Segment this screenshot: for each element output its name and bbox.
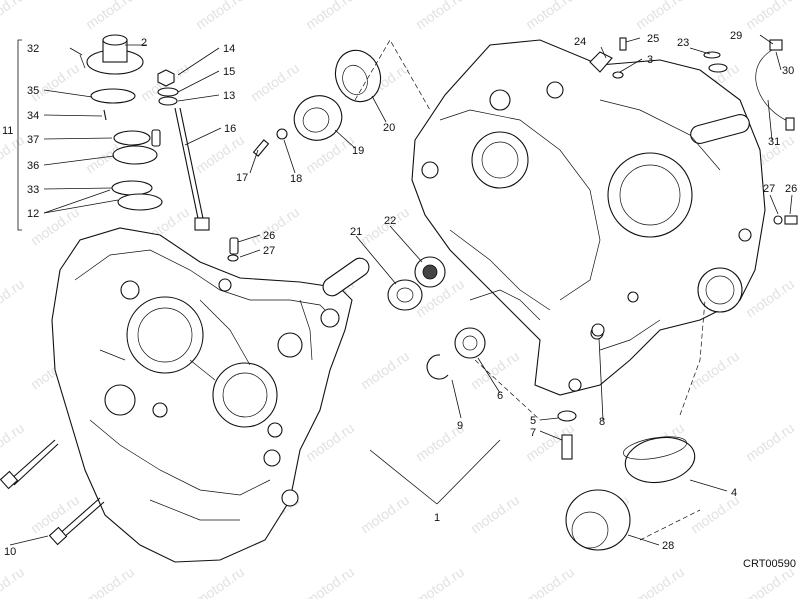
watermark-text: motod.ru [0,276,27,321]
watermark-text: motod.ru [248,60,302,105]
watermark-text: motod.ru [28,492,82,537]
callout-6: 6 [497,390,503,402]
watermark-text: motod.ru [523,0,577,32]
callout-30: 30 [782,65,794,77]
watermark-text: motod.ru [193,0,247,32]
callout-13: 13 [223,90,235,102]
callout-28: 28 [662,540,674,552]
leader-lines [9,34,793,546]
callout-29: 29 [730,30,742,42]
callout-34: 34 [27,110,39,122]
watermark-text: motod.ru [193,132,247,177]
watermark-text: motod.ru [743,276,797,321]
watermark-text: motod.ru [413,0,467,32]
callout-8: 8 [599,416,605,428]
watermark-text: motod.ru [523,564,577,599]
callout-10: 10 [4,546,16,558]
callout-24: 24 [574,36,586,48]
alignment-lines [354,39,706,541]
callout-4: 4 [731,487,737,499]
callout-7: 7 [530,427,536,439]
watermark-text: motod.ru [633,0,687,32]
callout-33: 33 [27,184,39,196]
callout-3: 3 [647,54,653,66]
watermark-text: motod.ru [83,564,137,599]
bearings-group [252,49,486,380]
watermark-text: motod.ru [743,0,797,32]
callout-5: 5 [530,415,536,427]
callout-11: 11 [2,125,13,137]
callout-27-left: 27 [263,245,275,257]
callout-19: 19 [352,145,364,157]
callout-23: 23 [677,37,689,49]
watermark-text: motod.ru [0,564,27,599]
watermark-text: motod.ru [303,564,357,599]
watermark-text: motod.ru [743,420,797,465]
watermark-text: motod.ru [633,564,687,599]
callout-16: 16 [224,123,236,135]
callout-18: 18 [290,173,302,185]
breather-assembly-group [79,34,239,262]
callout-27-right: 27 [763,183,775,195]
group-11-bracket [17,39,22,231]
callout-32: 32 [27,43,39,55]
watermark-text: motod.ru [358,348,412,393]
watermark-text: motod.ru [0,132,27,177]
callout-12: 12 [27,208,39,220]
callout-26-left: 26 [263,230,275,242]
watermark-text: motod.ru [688,348,742,393]
callout-9: 9 [457,420,463,432]
watermark-text: motod.ru [303,0,357,32]
right-small-parts [557,37,798,551]
callout-2: 2 [141,37,147,49]
callout-labels: 32 2 14 15 13 16 35 34 37 36 33 12 11 17… [2,30,797,558]
callout-17: 17 [236,172,248,184]
watermark-text: motod.ru [0,420,27,465]
callout-25: 25 [647,33,659,45]
callout-35: 35 [27,85,39,97]
callout-37: 37 [27,134,39,146]
bolts-group [0,439,105,546]
watermark-text: motod.ru [28,60,82,105]
callout-1: 1 [434,512,440,524]
drawing-code: CRT00590 [743,558,796,570]
watermark-text: motod.ru [193,564,247,599]
watermark-text: motod.ru [468,492,522,537]
callout-21: 21 [350,226,362,238]
callout-15: 15 [223,66,235,78]
callout-22: 22 [384,215,396,227]
callout-36: 36 [27,160,39,172]
watermark-text: motod.ru [83,0,137,32]
watermark-text: motod.ru [0,0,27,32]
callout-31: 31 [768,136,780,148]
callout-14: 14 [223,43,235,55]
callout-26-right: 26 [785,183,797,195]
watermark-text: motod.ru [413,564,467,599]
callout-20: 20 [383,122,395,134]
watermark-text: motod.ru [358,492,412,537]
left-crankcase-half [51,227,370,563]
